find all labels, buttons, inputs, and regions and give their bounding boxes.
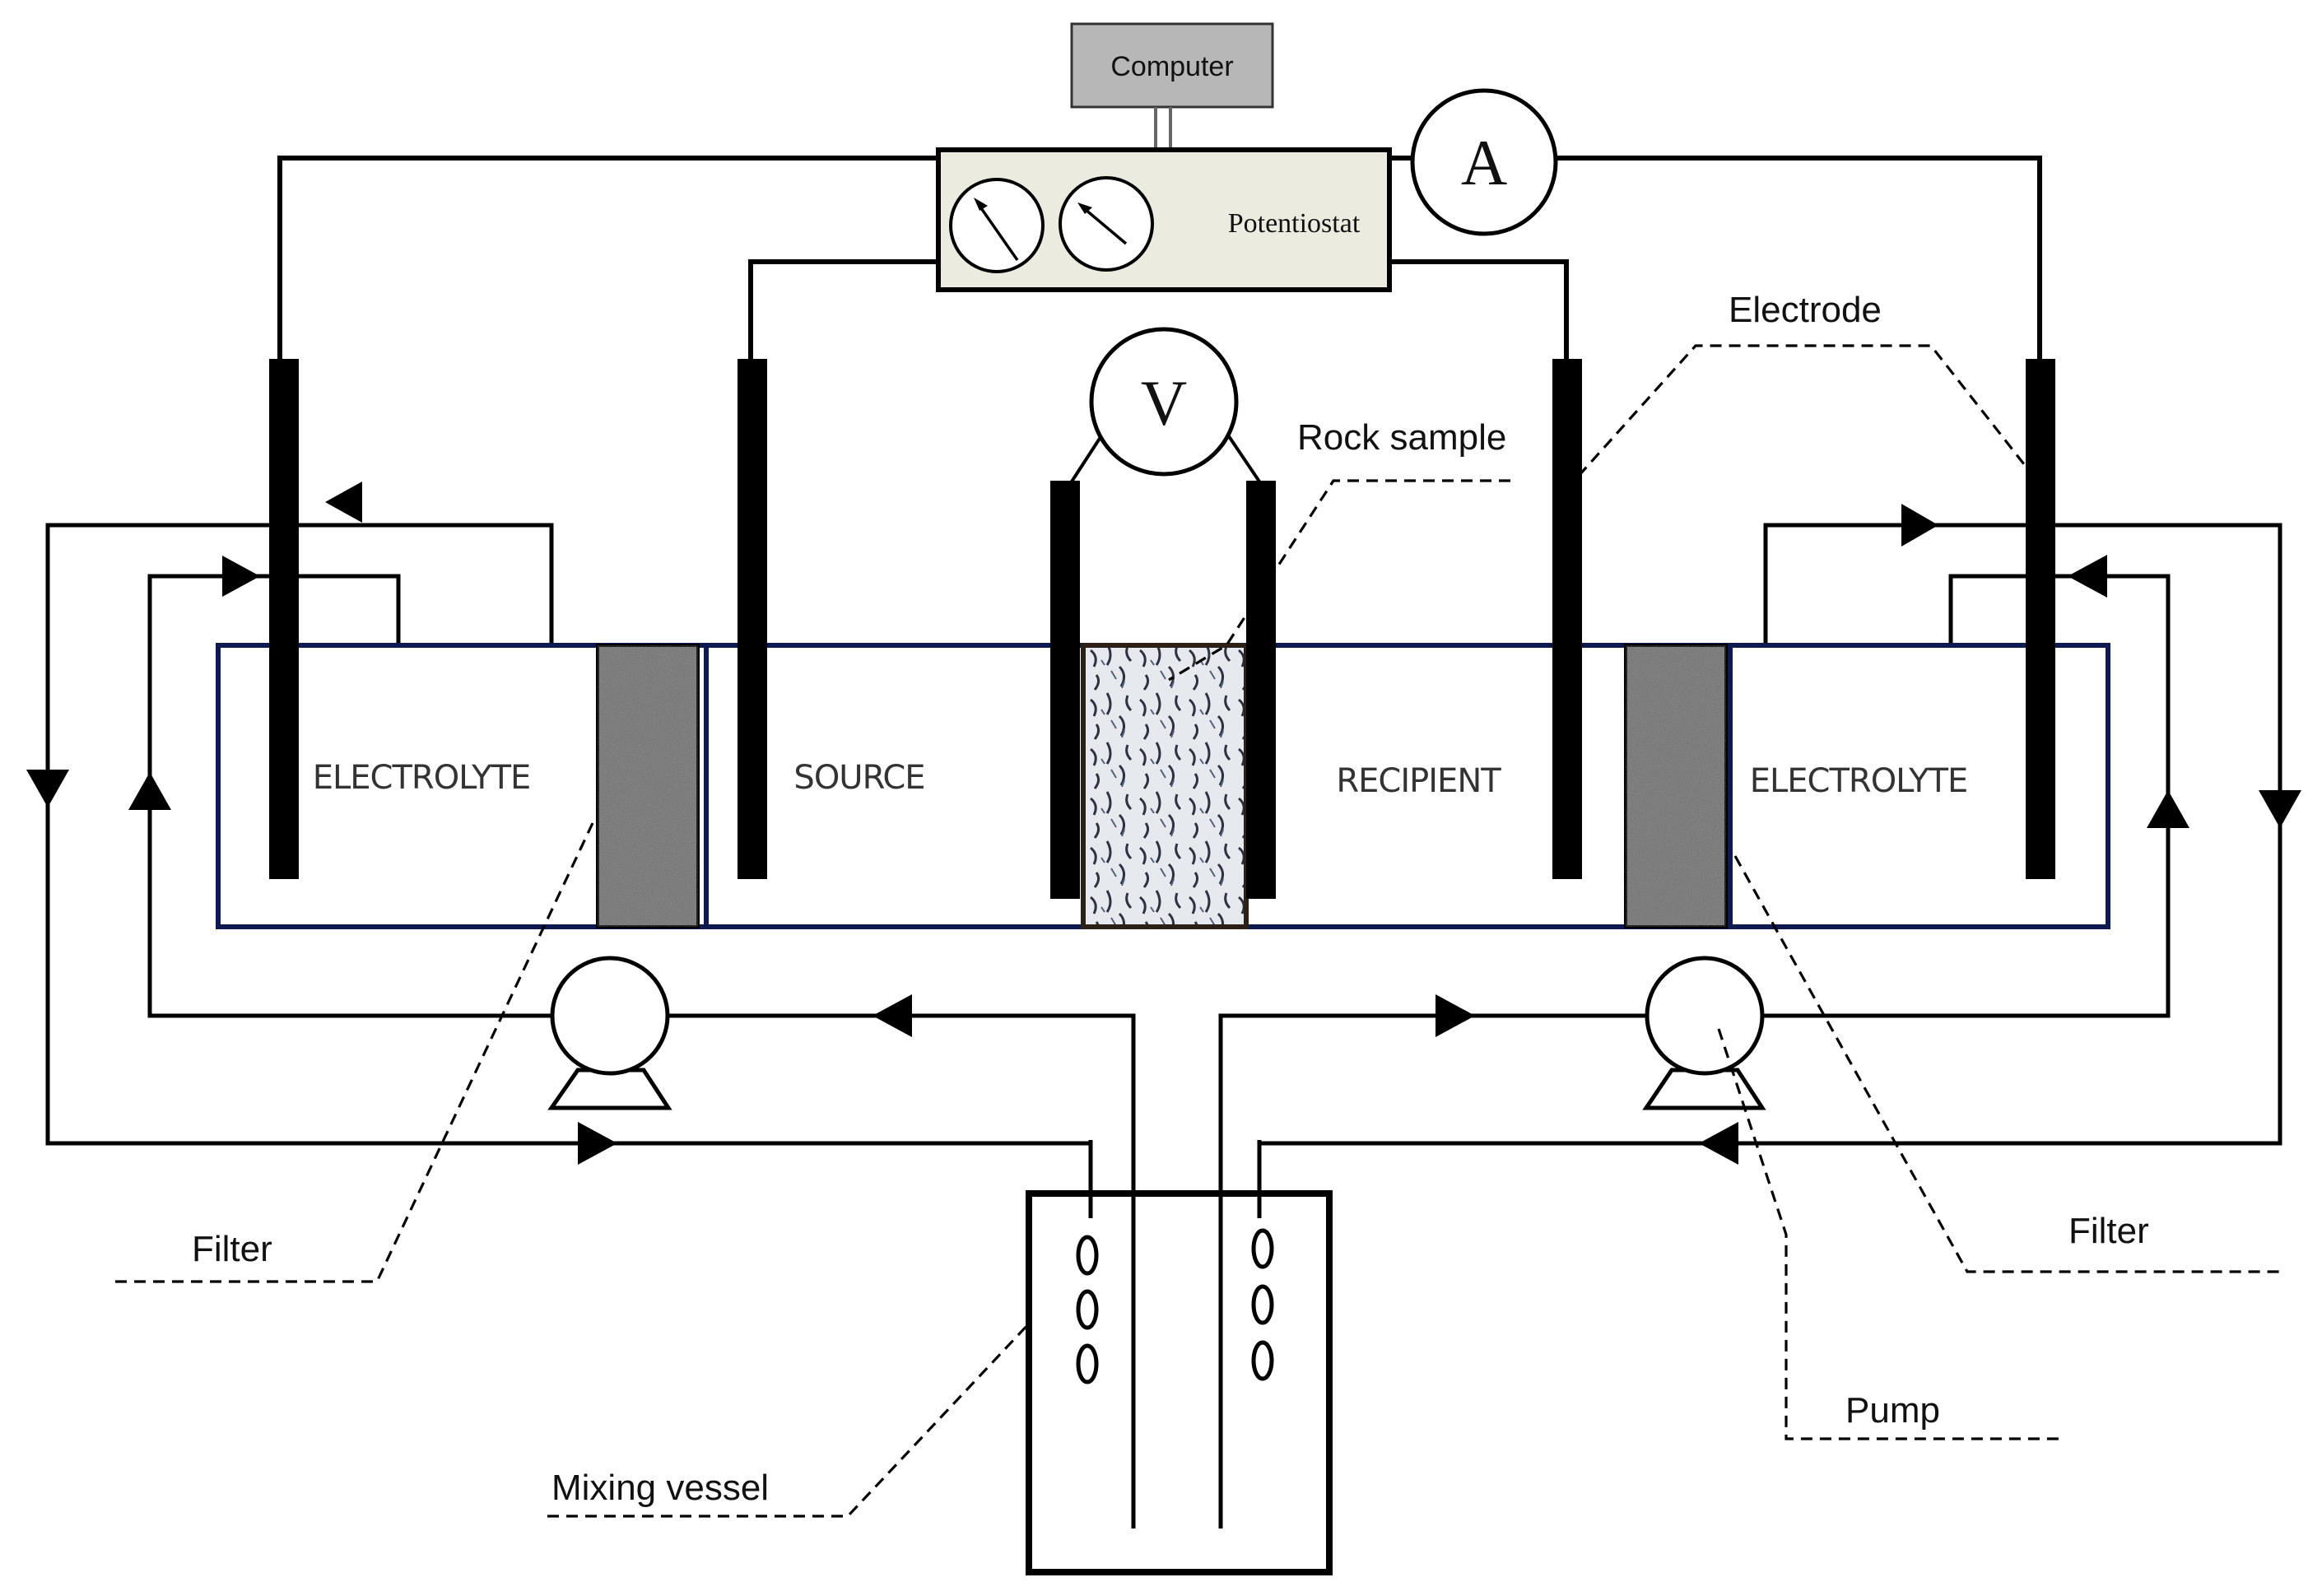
- computer-potentiostat-cable: [1154, 107, 1172, 150]
- flow-arrows: [26, 482, 2301, 1165]
- arrow-left-up: [128, 772, 171, 810]
- right-electrolyte-label: ELECTROLYTE: [1750, 762, 1968, 800]
- filter-membrane-left: [596, 644, 700, 928]
- pump-callout: Pump: [1845, 1390, 1940, 1431]
- mixing-vessel: [1026, 1140, 1333, 1575]
- leader-electrode: [1577, 344, 2035, 477]
- bubbles-right: [1251, 1228, 1274, 1381]
- left-electrolyte-label: ELECTROLYTE: [313, 759, 531, 797]
- electrode-sample-left: [1050, 481, 1080, 899]
- filter-callout-left: Filter: [192, 1229, 272, 1269]
- rock-sample-callout: Rock sample: [1297, 417, 1506, 458]
- callout-leaders: [115, 344, 2280, 1518]
- potentiostat-label: Potentiostat: [1228, 208, 1361, 239]
- filter-callout-right: Filter: [2068, 1211, 2149, 1251]
- arrow-right-up: [2147, 790, 2189, 828]
- mixing-vessel-callout: Mixing vessel: [551, 1468, 769, 1508]
- filter-membrane-right: [1624, 644, 1728, 928]
- computer: Computer: [1070, 22, 1274, 109]
- leader-rock-sample: [1168, 479, 1510, 682]
- electrodes: [269, 359, 2055, 899]
- bubbles-left: [1076, 1235, 1099, 1384]
- arrow-left-outer-return: [325, 482, 362, 523]
- arrow-to-left-pump: [872, 994, 912, 1037]
- computer-label: Computer: [1110, 51, 1233, 82]
- ammeter: A: [1410, 88, 1558, 236]
- leader-mixing-vessel: [547, 1320, 1032, 1518]
- arrow-right-down: [2259, 790, 2301, 828]
- electrode-recipient: [1552, 359, 1582, 879]
- rock-sample: [1081, 643, 1249, 929]
- dial-gauge-left: [949, 178, 1045, 273]
- electrode-right-counter: [2026, 359, 2055, 879]
- leader-filter-left: [115, 822, 594, 1283]
- arrow-to-mixing-left: [578, 1122, 617, 1165]
- arrow-right-inner-in: [2068, 555, 2107, 598]
- voltmeter-label: V: [1141, 367, 1187, 439]
- pump-left: [547, 956, 672, 1110]
- arrow-to-mixing-right: [1699, 1122, 1738, 1165]
- recipient-label: RECIPIENT: [1336, 762, 1501, 800]
- arrow-left-inner-in: [222, 556, 260, 597]
- dial-gauge-right: [1059, 176, 1154, 272]
- electrode-callout: Electrode: [1729, 290, 1882, 330]
- leader-filter-right: [1733, 855, 2280, 1273]
- arrow-left-down: [26, 770, 69, 807]
- ammeter-label: A: [1461, 127, 1507, 198]
- voltmeter: V: [1070, 327, 1261, 483]
- electrode-left-counter: [269, 359, 299, 879]
- leader-pump: [1717, 1028, 2062, 1440]
- arrow-right-outer-out: [1901, 504, 1938, 547]
- source-label: SOURCE: [793, 759, 924, 797]
- potentiostat: Potentiostat: [936, 147, 1392, 292]
- circuit-wires: [277, 156, 2042, 361]
- electrode-source: [738, 359, 767, 879]
- electrode-sample-right: [1246, 481, 1276, 899]
- pump-right: [1642, 956, 1766, 1110]
- arrow-to-right-pump: [1436, 994, 1475, 1037]
